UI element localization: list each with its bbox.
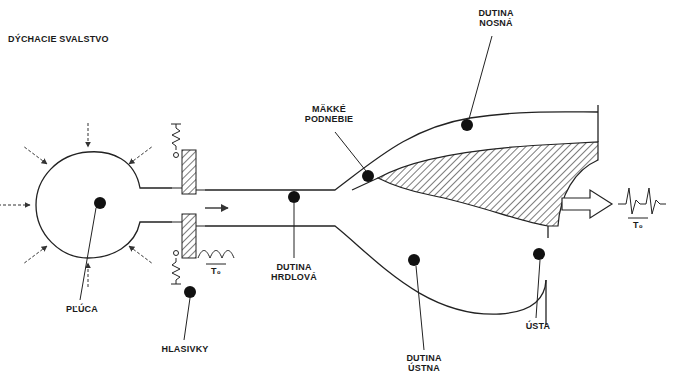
period-label: T₀	[630, 220, 646, 230]
part-label: DÝCHACIE SVALSTVO	[8, 34, 158, 44]
nostril	[597, 105, 598, 142]
part-label: MÄKKÉ PODNEBIE	[298, 104, 360, 125]
lungs-outline	[36, 152, 172, 258]
upper-lip	[547, 226, 548, 238]
palate	[378, 142, 598, 226]
part-label: PĽÚCA	[52, 304, 112, 314]
spring	[171, 124, 181, 150]
airflow-arrow	[205, 207, 228, 208]
vocal-fold	[182, 150, 196, 194]
part-label: HLASIVKY	[150, 344, 220, 354]
period-label: T₀	[208, 266, 224, 276]
spring	[171, 258, 181, 284]
vocal-fold	[182, 214, 196, 258]
output-arrow	[562, 190, 612, 218]
oral-lower-wall	[205, 226, 546, 314]
lower-lip	[545, 280, 546, 325]
leader-lines	[80, 36, 540, 350]
speech-waveform	[618, 188, 666, 214]
part-label: DUTINA HRDLOVÁ	[262, 262, 326, 283]
muscle-arrows	[0, 123, 152, 287]
part-label: DUTINA ÚSTNA	[394, 353, 454, 374]
point-markers	[94, 119, 545, 298]
part-label: ÚSTA	[518, 321, 558, 331]
part-label: DUTINA NOSNÁ	[468, 8, 524, 29]
glottal-wave	[198, 251, 234, 259]
